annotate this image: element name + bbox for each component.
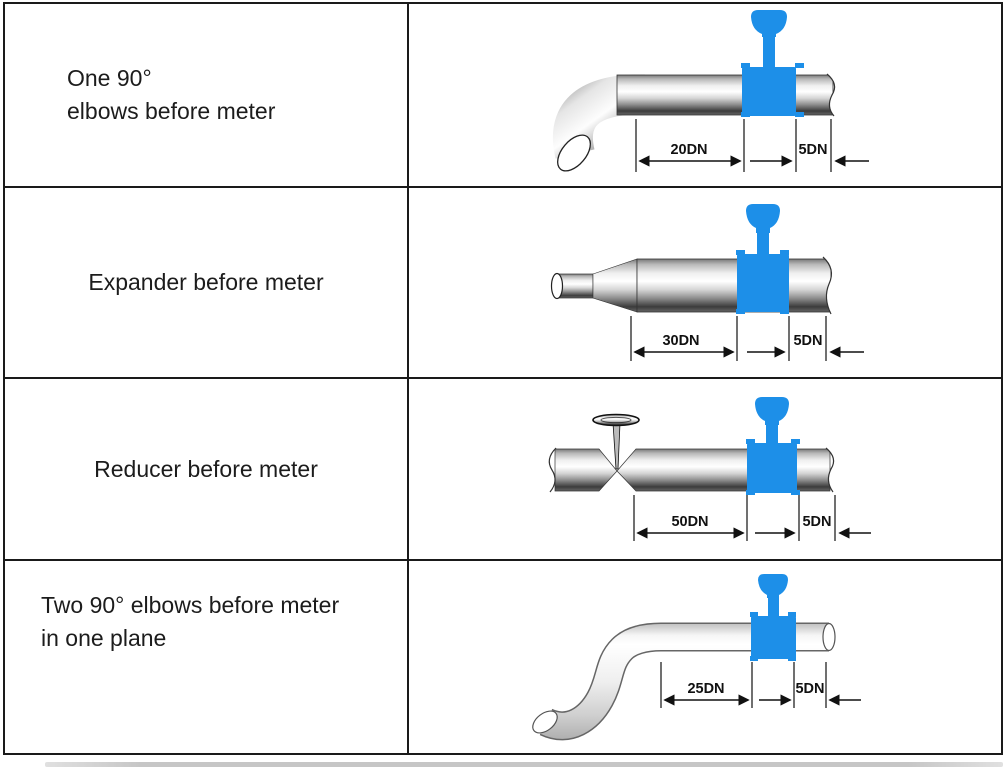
row-label-cell: Reducer before meter xyxy=(5,379,409,559)
dim-label-upstream: 50DN xyxy=(671,514,708,530)
row-label-line: in one plane xyxy=(41,625,167,651)
row-label-line: Expander before meter xyxy=(88,269,324,295)
pipe-upstream-taper xyxy=(554,448,618,492)
row-label-line: Reducer before meter xyxy=(94,455,318,482)
row-label-line: Two 90° elbows before meter xyxy=(41,592,340,618)
table-row-expander: Expander before meter xyxy=(5,188,1001,379)
dimension-extension-lines xyxy=(630,316,827,361)
table-frame: One 90° elbows before meter xyxy=(3,2,1003,755)
pipe-downstream-run xyxy=(616,448,831,492)
pipe-break-end-left xyxy=(537,447,557,493)
dim-label-downstream: 5DN xyxy=(802,514,831,530)
dim-label-upstream: 30DN xyxy=(662,333,699,349)
pipe-straight-run xyxy=(636,258,832,313)
expander-cone xyxy=(592,258,638,313)
diagram-cell: 50DN 5DN xyxy=(409,379,1001,559)
row-label-line: One 90° xyxy=(67,65,152,91)
pipe-break-end xyxy=(822,256,847,315)
row-label-cell: Expander before meter xyxy=(5,188,409,377)
double-elbow-diagram: 25DN 5DN xyxy=(532,574,861,741)
row-label-cell: One 90° elbows before meter xyxy=(5,4,409,186)
pipe-s-bend xyxy=(532,622,836,741)
dim-label-downstream: 5DN xyxy=(793,333,822,349)
dimension-extension-lines xyxy=(660,662,827,708)
flow-meter-icon xyxy=(746,397,800,495)
diagram-cell: 30DN 5DN xyxy=(409,188,1001,377)
diagram-cell: 25DN 5DN xyxy=(409,561,1001,753)
table-row-one-90-elbow: One 90° elbows before meter xyxy=(5,4,1001,188)
pipe-open-end xyxy=(532,710,558,734)
dim-label-upstream: 25DN xyxy=(687,681,724,697)
diagram-cell: 20DN 5DN xyxy=(409,4,1001,186)
dim-label-downstream: 5DN xyxy=(798,142,827,158)
table-row-reducer: Reducer before meter xyxy=(5,379,1001,561)
dim-label-downstream: 5DN xyxy=(795,681,824,697)
reducer-diagram: 50DN 5DN xyxy=(537,397,871,541)
bottom-shadow xyxy=(45,762,1003,767)
pipe-open-end xyxy=(550,272,564,300)
pipe-break-end xyxy=(826,73,849,117)
row-label-cell: Two 90° elbows before meter in one plane xyxy=(5,561,409,753)
pipe-open-end-right xyxy=(822,622,836,652)
flow-meter-icon xyxy=(741,10,804,117)
expander-diagram: 30DN 5DN xyxy=(550,204,864,361)
flow-meter-icon xyxy=(736,204,789,314)
row-label-line: elbows before meter xyxy=(67,98,276,124)
pipe-open-end xyxy=(557,134,591,172)
gate-valve-icon xyxy=(592,413,640,470)
dimension-extension-lines xyxy=(633,495,836,541)
dimension-extension-lines xyxy=(635,119,832,172)
table-row-two-90-elbows: Two 90° elbows before meter in one plane xyxy=(5,561,1001,753)
flow-meter-icon xyxy=(750,574,796,661)
elbow-diagram: 20DN 5DN xyxy=(552,10,869,172)
dim-label-upstream: 20DN xyxy=(670,142,707,158)
pipe-break-end-right xyxy=(825,447,847,493)
pipe-straight-run xyxy=(616,74,834,116)
